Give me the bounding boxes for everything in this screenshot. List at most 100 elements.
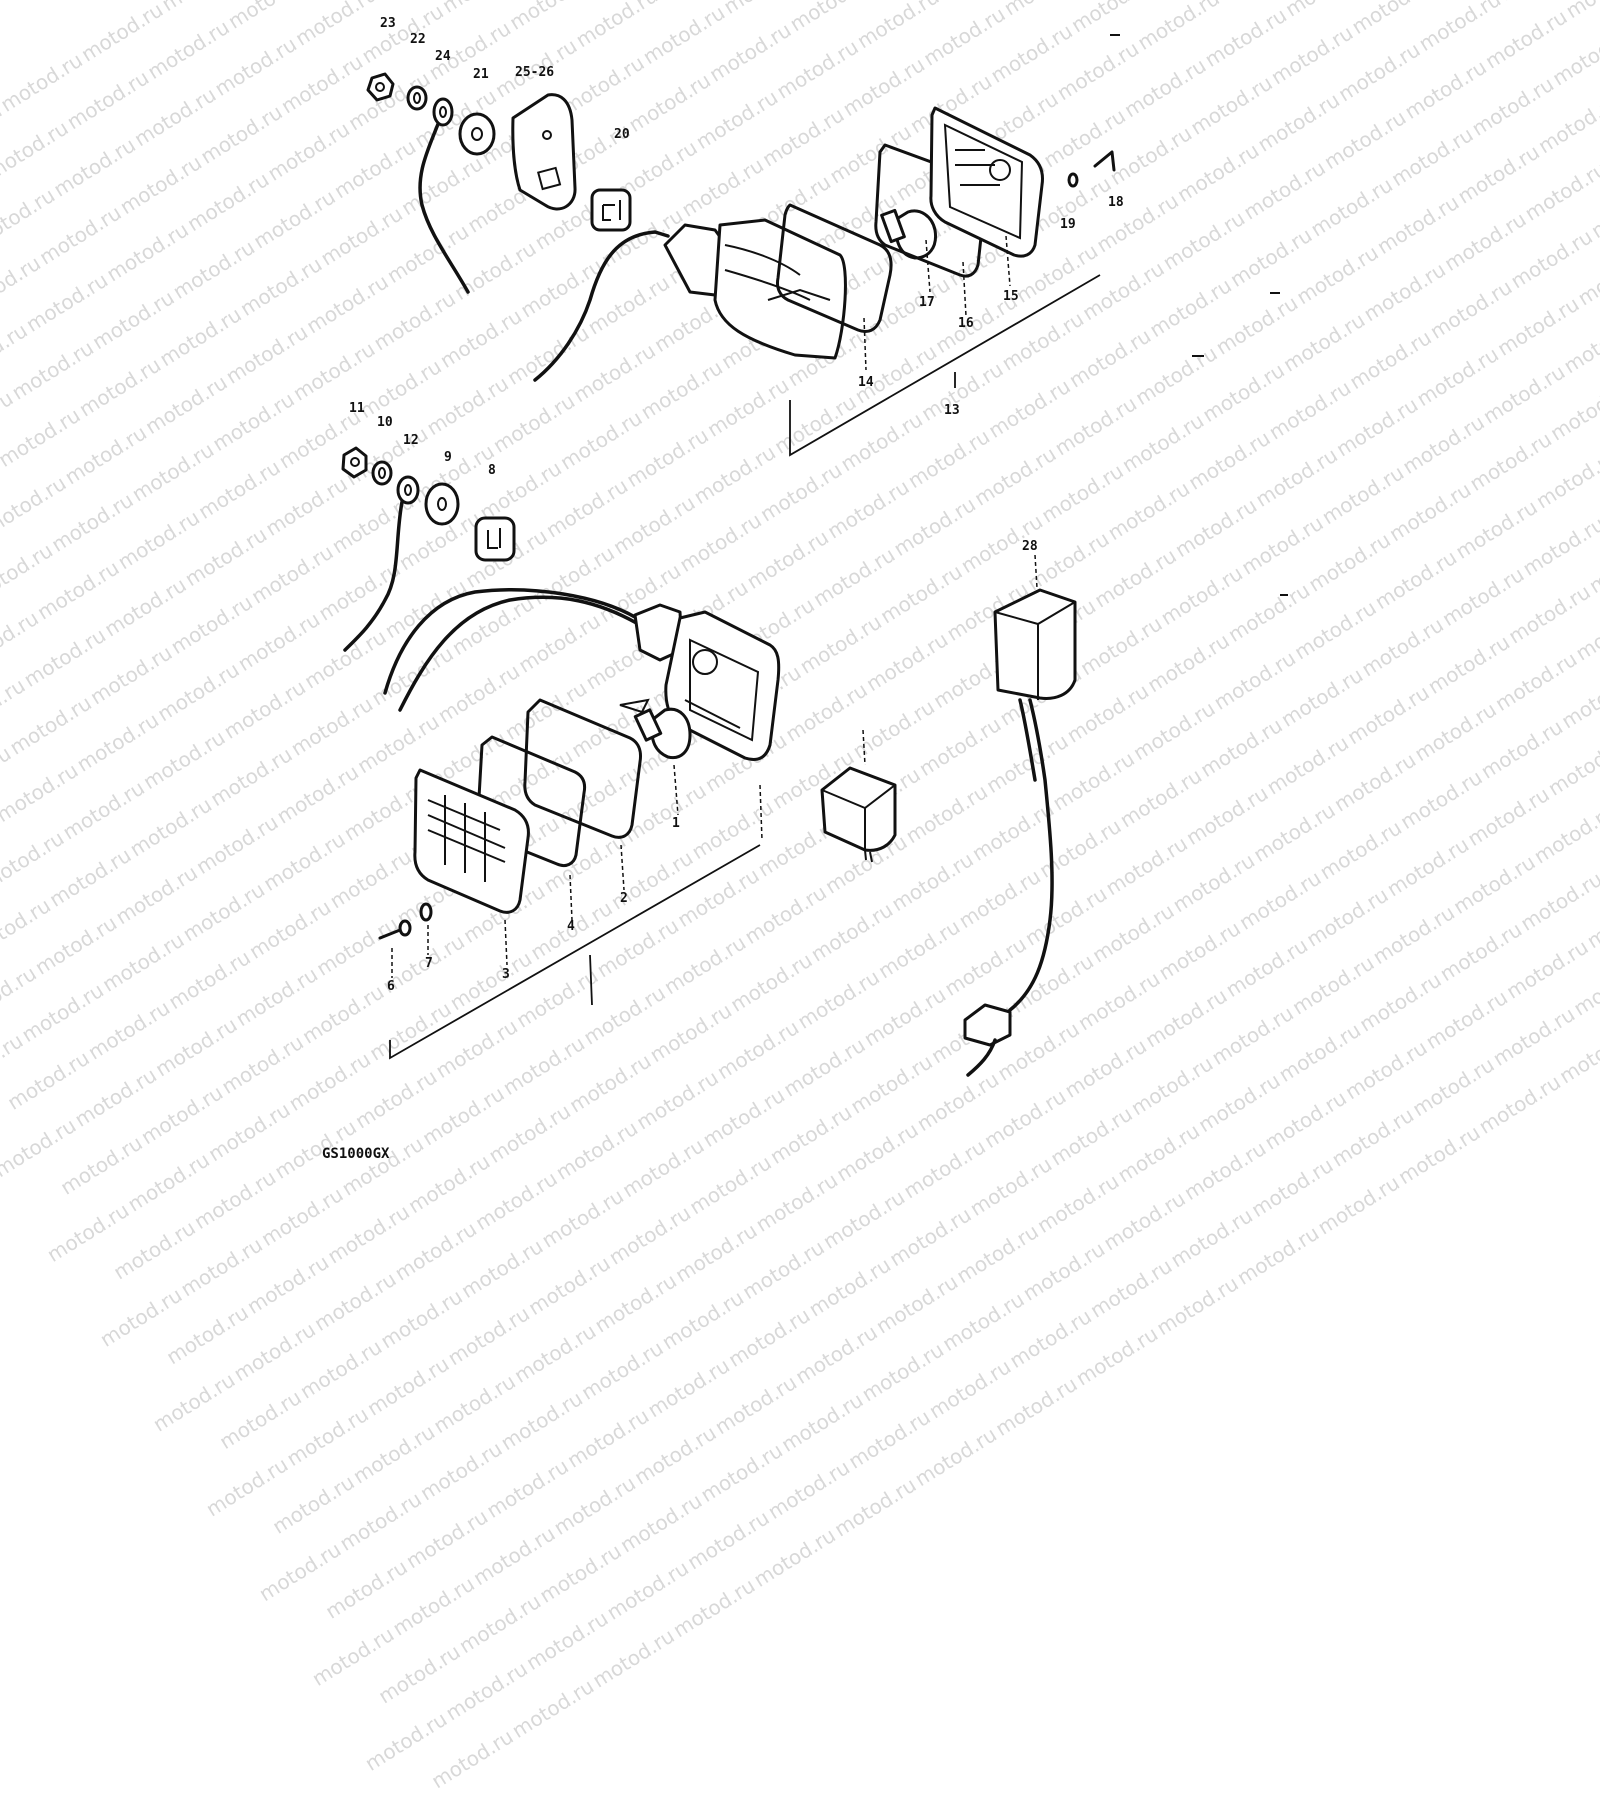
- callout-24: 24: [435, 49, 451, 64]
- watermark-text: motod.ru: [791, 1320, 882, 1389]
- watermark-text: motod.ru: [643, 1353, 734, 1422]
- watermark-text: motod.ru: [857, 1337, 948, 1406]
- watermark-text: motod.ru: [925, 1354, 1016, 1423]
- watermark-text: motod.ru: [376, 1284, 467, 1353]
- callout-3: 3: [502, 967, 510, 982]
- part-turn-signal-housing-upper: [535, 220, 845, 380]
- watermark-text: motod.ru: [616, 1488, 707, 1557]
- watermark-text: motod.ru: [443, 1301, 534, 1370]
- watermark-text: motod.ru: [308, 1622, 399, 1691]
- callout-11: 11: [349, 401, 365, 416]
- part-screw-6: [380, 921, 410, 938]
- watermark-text: motod.ru: [910, 1422, 1001, 1491]
- watermark-text: motod.ru: [96, 1283, 187, 1352]
- lower-turn-signal-assembly: [343, 448, 779, 1058]
- watermark-text: motod.ru: [1072, 1322, 1163, 1391]
- watermark-text: motod.ru: [441, 1656, 532, 1725]
- callout-7: 7: [425, 956, 433, 971]
- watermark-text: motod.ru: [496, 1386, 587, 1455]
- callout-23: 23: [380, 16, 396, 31]
- watermark-text: motod.ru: [229, 1317, 320, 1386]
- watermark-text: motod.ru: [563, 1404, 654, 1473]
- callout-20: 20: [614, 127, 630, 142]
- watermark-text: motod.ru: [1233, 1221, 1324, 1290]
- watermark-text: motod.ru: [323, 1200, 414, 1269]
- callout-13: 13: [944, 403, 960, 418]
- watermark-text: motod.ru: [469, 1521, 560, 1590]
- upper-turn-signal-assembly: [368, 74, 1114, 455]
- callout-10: 10: [377, 415, 393, 430]
- part-nut-23: [368, 74, 393, 100]
- watermark-text: motod.ru: [388, 1572, 479, 1641]
- model-code-label: GS1000GX: [322, 1146, 390, 1162]
- callout-17: 17: [919, 295, 935, 310]
- callout-16: 16: [958, 316, 974, 331]
- watermark-text: motod.ru: [1019, 1237, 1110, 1306]
- watermark-text: motod.ru: [830, 1473, 921, 1542]
- watermark-text: motod.ru: [335, 1487, 426, 1556]
- watermark-text: motod.ru: [549, 1471, 640, 1540]
- watermark-text: motod.ru: [1086, 1254, 1177, 1323]
- part-screw-18: [1095, 152, 1114, 170]
- part-washer-19: [1069, 174, 1077, 186]
- watermark-text: motod.ru: [522, 1606, 613, 1675]
- callout-12: 12: [403, 433, 419, 448]
- watermark-text: motod.ru: [671, 1218, 762, 1287]
- watermark-text: motod.ru: [508, 1674, 599, 1743]
- watermark-text: motod.ru: [416, 1436, 507, 1505]
- watermark-text: motod.ru: [630, 1421, 721, 1490]
- watermark-text: motod.ru: [455, 1589, 546, 1658]
- watermark-text: motod.ru: [605, 1201, 696, 1270]
- part-flasher-relay-28: [965, 555, 1075, 1075]
- part-lockwasher-22: [408, 87, 426, 109]
- part-washer-9: [426, 484, 458, 524]
- watermark-text: motod.ru: [590, 1268, 681, 1337]
- part-washer-7: [421, 904, 431, 920]
- part-lens-3: [415, 770, 529, 912]
- part-relay: [822, 730, 895, 862]
- watermark-text: motod.ru: [310, 1267, 401, 1336]
- watermark-text: motod.ru: [683, 1505, 774, 1574]
- watermark-text: motod.ru: [1152, 1271, 1243, 1340]
- watermark-text: motod.ru: [804, 1253, 895, 1322]
- watermark-text: motod.ru: [282, 1402, 373, 1471]
- callout-21: 21: [473, 67, 489, 82]
- callout-19: 19: [1060, 217, 1076, 232]
- watermark-text: motod.ru: [588, 1624, 679, 1693]
- watermark-text: motod.ru: [109, 1215, 200, 1284]
- part-grommet-20: [592, 190, 630, 230]
- watermark-text: motod.ru: [885, 1202, 976, 1271]
- part-lens-15: [931, 108, 1043, 256]
- watermark-text: motod.ru: [482, 1454, 573, 1523]
- watermark-text: motod.ru: [149, 1368, 240, 1437]
- watermark-text: motod.ru: [711, 1370, 802, 1439]
- part-nut-11: [343, 448, 366, 477]
- watermark-text: motod.ru: [535, 1539, 626, 1608]
- watermark-text: motod.ru: [777, 1388, 868, 1457]
- watermark-text: motod.ru: [202, 1452, 293, 1521]
- callout-25-26: 25-26: [515, 65, 554, 80]
- part-grommet-8: [476, 518, 514, 560]
- watermark-text: motod.ru: [991, 1372, 1082, 1441]
- watermark-text: motod.ru: [749, 1523, 840, 1592]
- watermark-text: motod.ru: [577, 1336, 668, 1405]
- callout-14: 14: [858, 375, 874, 390]
- callout-28: 28: [1022, 539, 1038, 554]
- callout-8: 8: [488, 463, 496, 478]
- callout-15: 15: [1003, 289, 1019, 304]
- watermark-text: motod.ru: [402, 1504, 493, 1573]
- watermark-text: motod.ru: [457, 1234, 548, 1303]
- watermark-text: motod.ru: [872, 1270, 963, 1339]
- watermark-text: motod.ru: [296, 1335, 387, 1404]
- watermark-text: motod.ru: [349, 1419, 440, 1488]
- watermark-text: motod.ru: [764, 1455, 855, 1524]
- watermark-text: motod.ru: [176, 1232, 267, 1301]
- watermark-text: motod.ru: [243, 1250, 334, 1319]
- callout-22: 22: [410, 32, 426, 47]
- watermark-text: motod.ru: [268, 1470, 359, 1539]
- watermark-text: motod.ru: [669, 1573, 760, 1642]
- callout-2: 2: [620, 891, 628, 906]
- callout-6: 6: [387, 979, 395, 994]
- part-lockwasher-10: [373, 462, 391, 484]
- watermark-text: motod.ru: [724, 1303, 815, 1372]
